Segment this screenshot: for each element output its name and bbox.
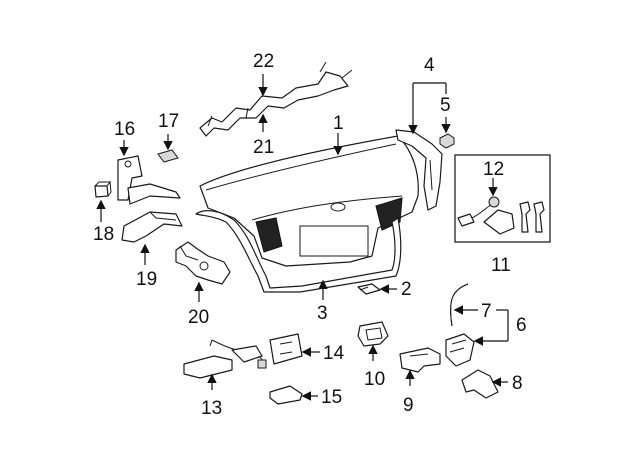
callout-5: 5 bbox=[440, 95, 451, 116]
part-5-bolt bbox=[439, 133, 455, 149]
callout-9: 9 bbox=[403, 395, 414, 416]
callout-20: 20 bbox=[188, 307, 210, 328]
part-18-bumper bbox=[94, 180, 112, 198]
part-1-trunk-lid bbox=[199, 135, 419, 267]
callout-22: 22 bbox=[253, 51, 275, 72]
callout-3: 3 bbox=[317, 303, 328, 324]
callout-4: 4 bbox=[424, 55, 435, 76]
callout-18: 18 bbox=[93, 224, 115, 245]
part-15-plate bbox=[269, 385, 303, 405]
callout-7: 7 bbox=[481, 301, 492, 322]
callout-1: 1 bbox=[333, 113, 344, 134]
callout-21: 21 bbox=[253, 137, 275, 158]
callout-2: 2 bbox=[401, 279, 412, 300]
callout-14: 14 bbox=[323, 343, 345, 364]
callout-12: 12 bbox=[483, 159, 505, 180]
callout-8: 8 bbox=[512, 373, 523, 394]
part-14-bracket bbox=[269, 333, 303, 365]
part-17-pad bbox=[157, 149, 179, 163]
part-2-clip bbox=[357, 283, 381, 295]
part-19-hinge-arm bbox=[121, 211, 183, 243]
callout-13: 13 bbox=[201, 398, 223, 419]
part-20-lock-bracket bbox=[175, 241, 231, 285]
callout-11: 11 bbox=[491, 255, 511, 276]
part-6-latch bbox=[445, 333, 475, 367]
part-3-weatherstrip bbox=[195, 210, 402, 293]
part-8-cover bbox=[461, 369, 499, 399]
part-7-cable bbox=[450, 283, 469, 327]
part-10-handle bbox=[357, 321, 389, 347]
callout-16: 16 bbox=[114, 119, 136, 140]
part-13-switch bbox=[183, 339, 267, 379]
leader-lines bbox=[96, 74, 509, 401]
callout-10: 10 bbox=[364, 369, 386, 390]
callout-17: 17 bbox=[158, 111, 180, 132]
part-9-striker bbox=[399, 347, 441, 373]
part-11-lock-cylinder-kit bbox=[454, 154, 551, 243]
part-22-21-wire-harness bbox=[199, 61, 353, 137]
part-16-hinge bbox=[117, 155, 181, 205]
callout-15: 15 bbox=[321, 387, 343, 408]
callout-19: 19 bbox=[136, 269, 158, 290]
part-4-garnish bbox=[395, 129, 443, 211]
callout-6: 6 bbox=[516, 315, 527, 336]
